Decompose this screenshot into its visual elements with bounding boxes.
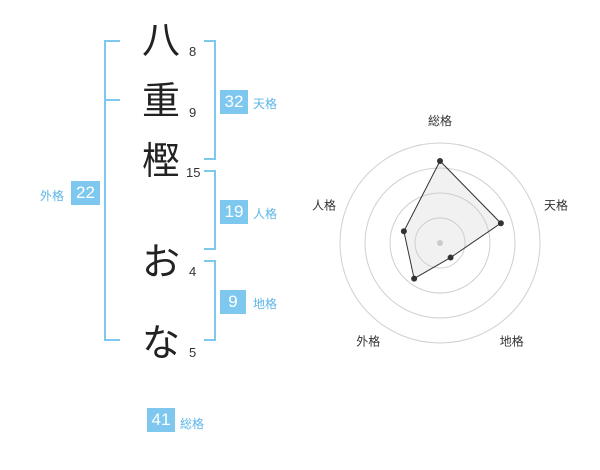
stroke-count-5: 5 — [189, 345, 197, 360]
gaikaku-bracket — [104, 40, 120, 341]
stroke-count-2: 9 — [189, 105, 197, 120]
radar-point-4 — [411, 275, 418, 282]
radar-point-5 — [400, 228, 407, 235]
soukaku-label: 総格 — [180, 417, 205, 431]
radar-axis-label-1: 総格 — [428, 113, 452, 128]
stroke-count-4: 4 — [189, 264, 197, 279]
chikaku-value: 9 — [220, 290, 246, 314]
tenkaku-bracket — [204, 40, 216, 160]
radar-axis-label-3: 地格 — [500, 334, 524, 349]
name-char-4: お — [141, 240, 180, 284]
chikaku-label: 地格 — [253, 297, 278, 311]
radar-axis-label-4: 外格 — [356, 334, 380, 349]
gaikaku-value: 22 — [71, 181, 100, 205]
radar-ring — [339, 142, 541, 344]
radar-point-1 — [437, 158, 443, 164]
radar-ring — [389, 192, 491, 294]
jinkaku-label: 人格 — [253, 207, 278, 221]
radar-axis-label-5: 人格 — [312, 197, 336, 212]
tenkaku-value: 32 — [220, 90, 248, 114]
jinkaku-bracket — [204, 170, 216, 250]
radar-center — [437, 240, 443, 246]
radar-ring — [364, 167, 516, 319]
gaikaku-bracket-mid — [104, 99, 120, 101]
radar-point-2 — [497, 220, 504, 227]
jinkaku-value: 19 — [220, 200, 248, 224]
stroke-count-1: 8 — [189, 44, 197, 59]
name-char-3: 樫 — [141, 139, 180, 183]
name-char-1: 八 — [141, 18, 180, 62]
radar-axis-label-2: 天格 — [544, 197, 568, 212]
soukaku-value: 41 — [147, 408, 175, 432]
radar-ring — [414, 217, 466, 269]
name-char-5: な — [141, 321, 180, 365]
name-char-2: 重 — [141, 79, 180, 123]
tenkaku-label: 天格 — [253, 97, 278, 111]
radar-series-polygon — [403, 160, 502, 280]
gaikaku-label: 外格 — [40, 189, 65, 203]
chikaku-bracket — [204, 260, 216, 341]
stroke-count-3: 15 — [186, 165, 201, 180]
radar-point-3 — [447, 254, 454, 261]
